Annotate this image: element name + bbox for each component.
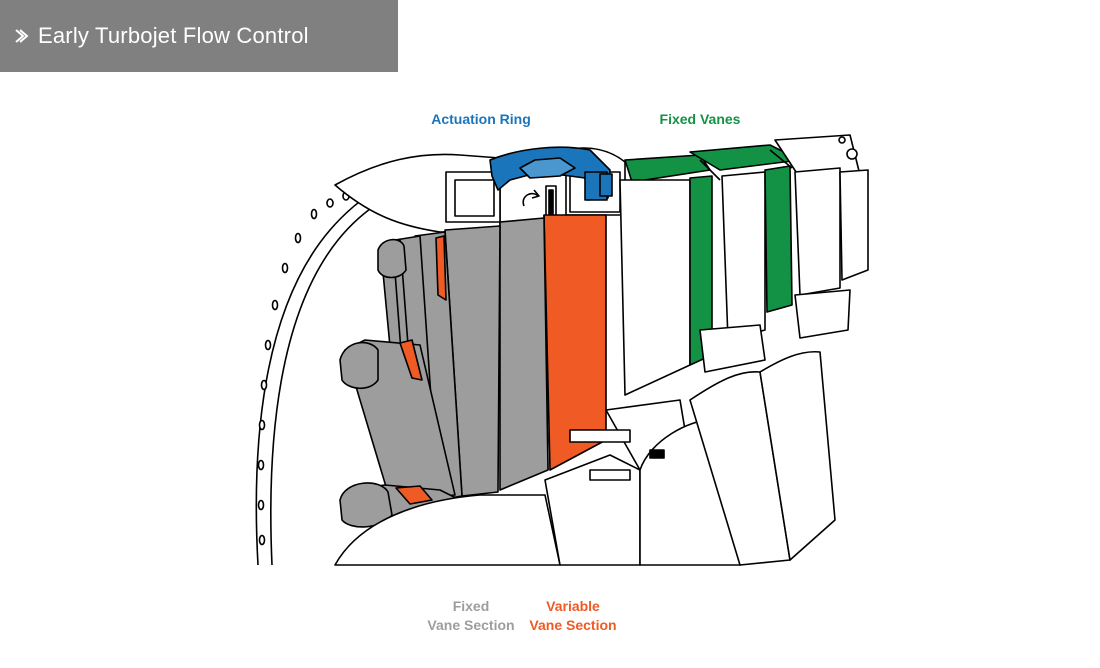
variable-vane-section-label: Variable Vane Section [522,597,624,635]
fixed-vane-section [339,217,549,528]
actuation-ring-label: Actuation Ring [431,111,531,127]
fixed-vane-section-label: Fixed Vane Section [420,597,522,635]
fixed-vanes-label: Fixed Vanes [659,111,741,127]
chevron-right-icon [15,29,29,43]
rotor-hub [334,289,851,566]
actuation-ring [489,146,613,201]
fixed-vane-section-label-line1: Fixed [452,598,490,614]
rear-stages [774,134,869,296]
page-title: Early Turbojet Flow Control [38,23,309,48]
fixed-vane-section-label-line2: Vane Section [427,617,515,633]
outer-casing [334,147,626,233]
variable-vane-edges [395,235,447,505]
fixed-vanes [619,144,801,396]
variable-vane-section-label-line2: Vane Section [529,617,617,633]
actuation-lever [522,185,557,217]
title-bar: Early Turbojet Flow Control [0,0,398,72]
variable-vane-section-label-line1: Variable [546,598,600,614]
